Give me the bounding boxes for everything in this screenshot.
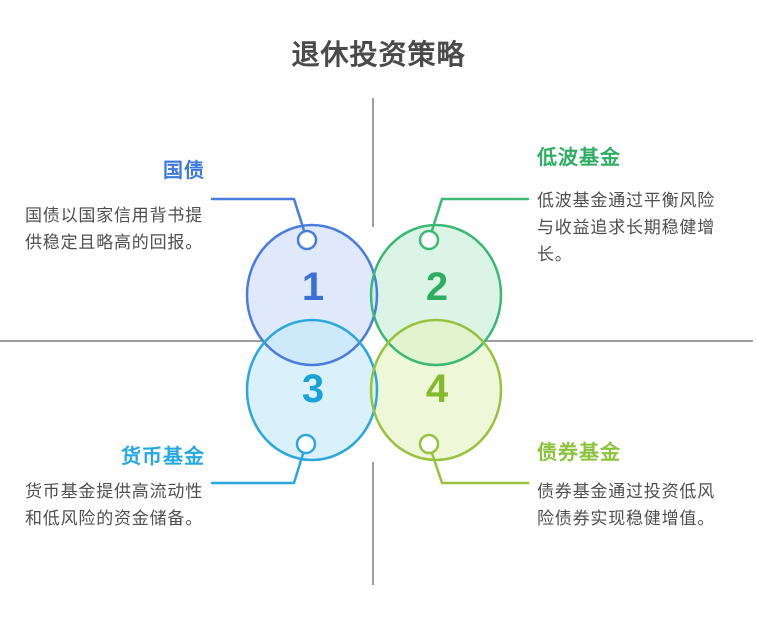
item-3-block: 货币基金 货币基金提供高流动性和低风险的资金储备。: [25, 446, 205, 532]
callout-line-2: [427, 197, 530, 242]
item-2-description: 低波基金通过平衡风险与收益追求长期稳健增长。: [537, 191, 715, 264]
circle-3-border: [245, 318, 379, 462]
item-3-label: 货币基金: [121, 446, 205, 468]
circle-4-border: [369, 318, 503, 462]
item-1-label: 国债: [163, 160, 205, 182]
item-4-description: 债券基金通过投资低风险债券实现稳健增值。: [537, 482, 715, 528]
item-1-block: 国债 国债以国家信用背书提供稳定且略高的回报。: [25, 160, 205, 256]
diagram-title: 退休投资策略: [291, 39, 466, 70]
circle-2-border: [369, 223, 503, 367]
item-2-label: 低波基金: [537, 147, 621, 169]
callout-line-1: [210, 197, 309, 242]
callout-anchor-4: [418, 433, 440, 455]
callout-anchor-2: [418, 229, 440, 251]
item-4-label: 债券基金: [537, 442, 621, 464]
circle-2-number: 2: [426, 265, 448, 309]
callout-anchor-1: [296, 229, 318, 251]
circle-1-border: [245, 223, 379, 367]
circle-3-number: 3: [302, 367, 324, 411]
callout-line-3: [210, 442, 308, 485]
item-3-description: 货币基金提供高流动性和低风险的资金储备。: [25, 482, 203, 528]
circle-4-number: 4: [426, 367, 449, 411]
item-1-description: 国债以国家信用背书提供稳定且略高的回报。: [25, 206, 203, 252]
callout-line-4: [427, 442, 530, 485]
item-2-block: 低波基金 低波基金通过平衡风险与收益追求长期稳健增长。: [537, 147, 720, 268]
callout-anchor-3: [295, 433, 317, 455]
circle-1-number: 1: [302, 265, 324, 309]
item-4-block: 债券基金 债券基金通过投资低风险债券实现稳健增值。: [537, 442, 720, 532]
